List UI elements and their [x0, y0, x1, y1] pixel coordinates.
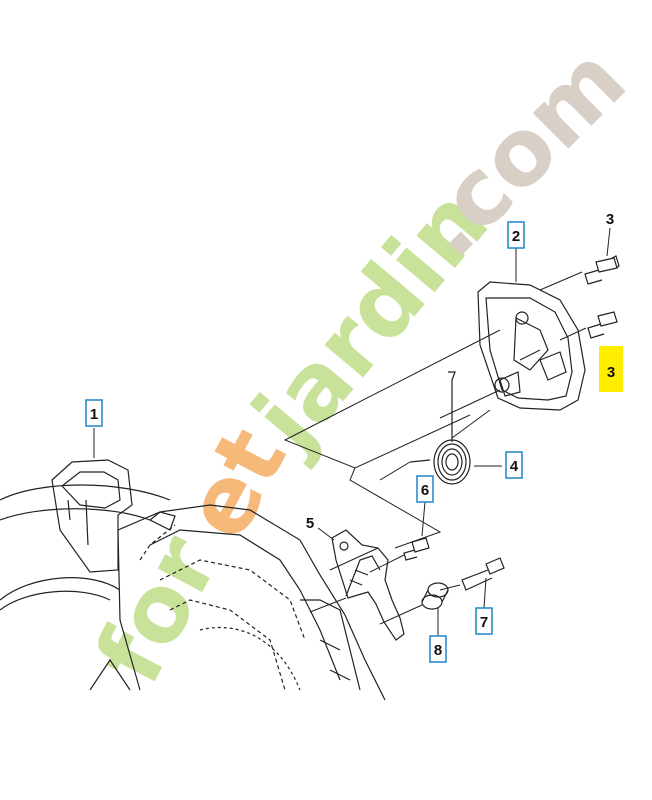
callout-3-upper: 3 [606, 211, 614, 228]
callout-number: 4 [510, 458, 519, 475]
callout-number: 5 [306, 515, 314, 532]
part-8-bushing [421, 582, 449, 610]
watermark: for et jardin .com [75, 26, 646, 700]
callout-box [475, 607, 493, 635]
callout-number: 1 [90, 406, 98, 423]
callout-1: 1 [85, 399, 103, 427]
part-3-screw-upper [584, 255, 620, 285]
part-7-pin [461, 557, 505, 591]
callout-number: 7 [480, 614, 488, 631]
callout-number: 6 [421, 482, 429, 499]
callout-box [429, 635, 447, 663]
part-2-bracket [477, 281, 586, 411]
callout-box [505, 451, 523, 479]
callout-2: 2 [507, 221, 525, 249]
callout-6: 6 [416, 475, 434, 503]
callout-highlight-box [599, 346, 623, 392]
watermark-for: for [75, 518, 240, 700]
callout-number: 8 [434, 642, 442, 659]
part-3-screw-lower [587, 311, 618, 339]
callout-leaders [93, 227, 611, 635]
callout-box [85, 399, 103, 427]
callout-7: 7 [475, 607, 493, 635]
part-6-screw [403, 537, 430, 561]
part-4-spring [409, 371, 471, 485]
callout-number: 2 [512, 228, 520, 245]
callout-8: 8 [429, 635, 447, 663]
callout-3-highlighted: 3 [599, 346, 623, 392]
callout-4: 4 [505, 451, 523, 479]
machine-housing [0, 459, 386, 701]
part-5-lever [331, 529, 405, 641]
callout-number: 3 [606, 211, 614, 228]
callout-number: 3 [607, 364, 615, 381]
callout-box [416, 475, 434, 503]
assembly-lines [283, 271, 587, 625]
callout-5: 5 [306, 515, 314, 532]
callout-box [507, 221, 525, 249]
